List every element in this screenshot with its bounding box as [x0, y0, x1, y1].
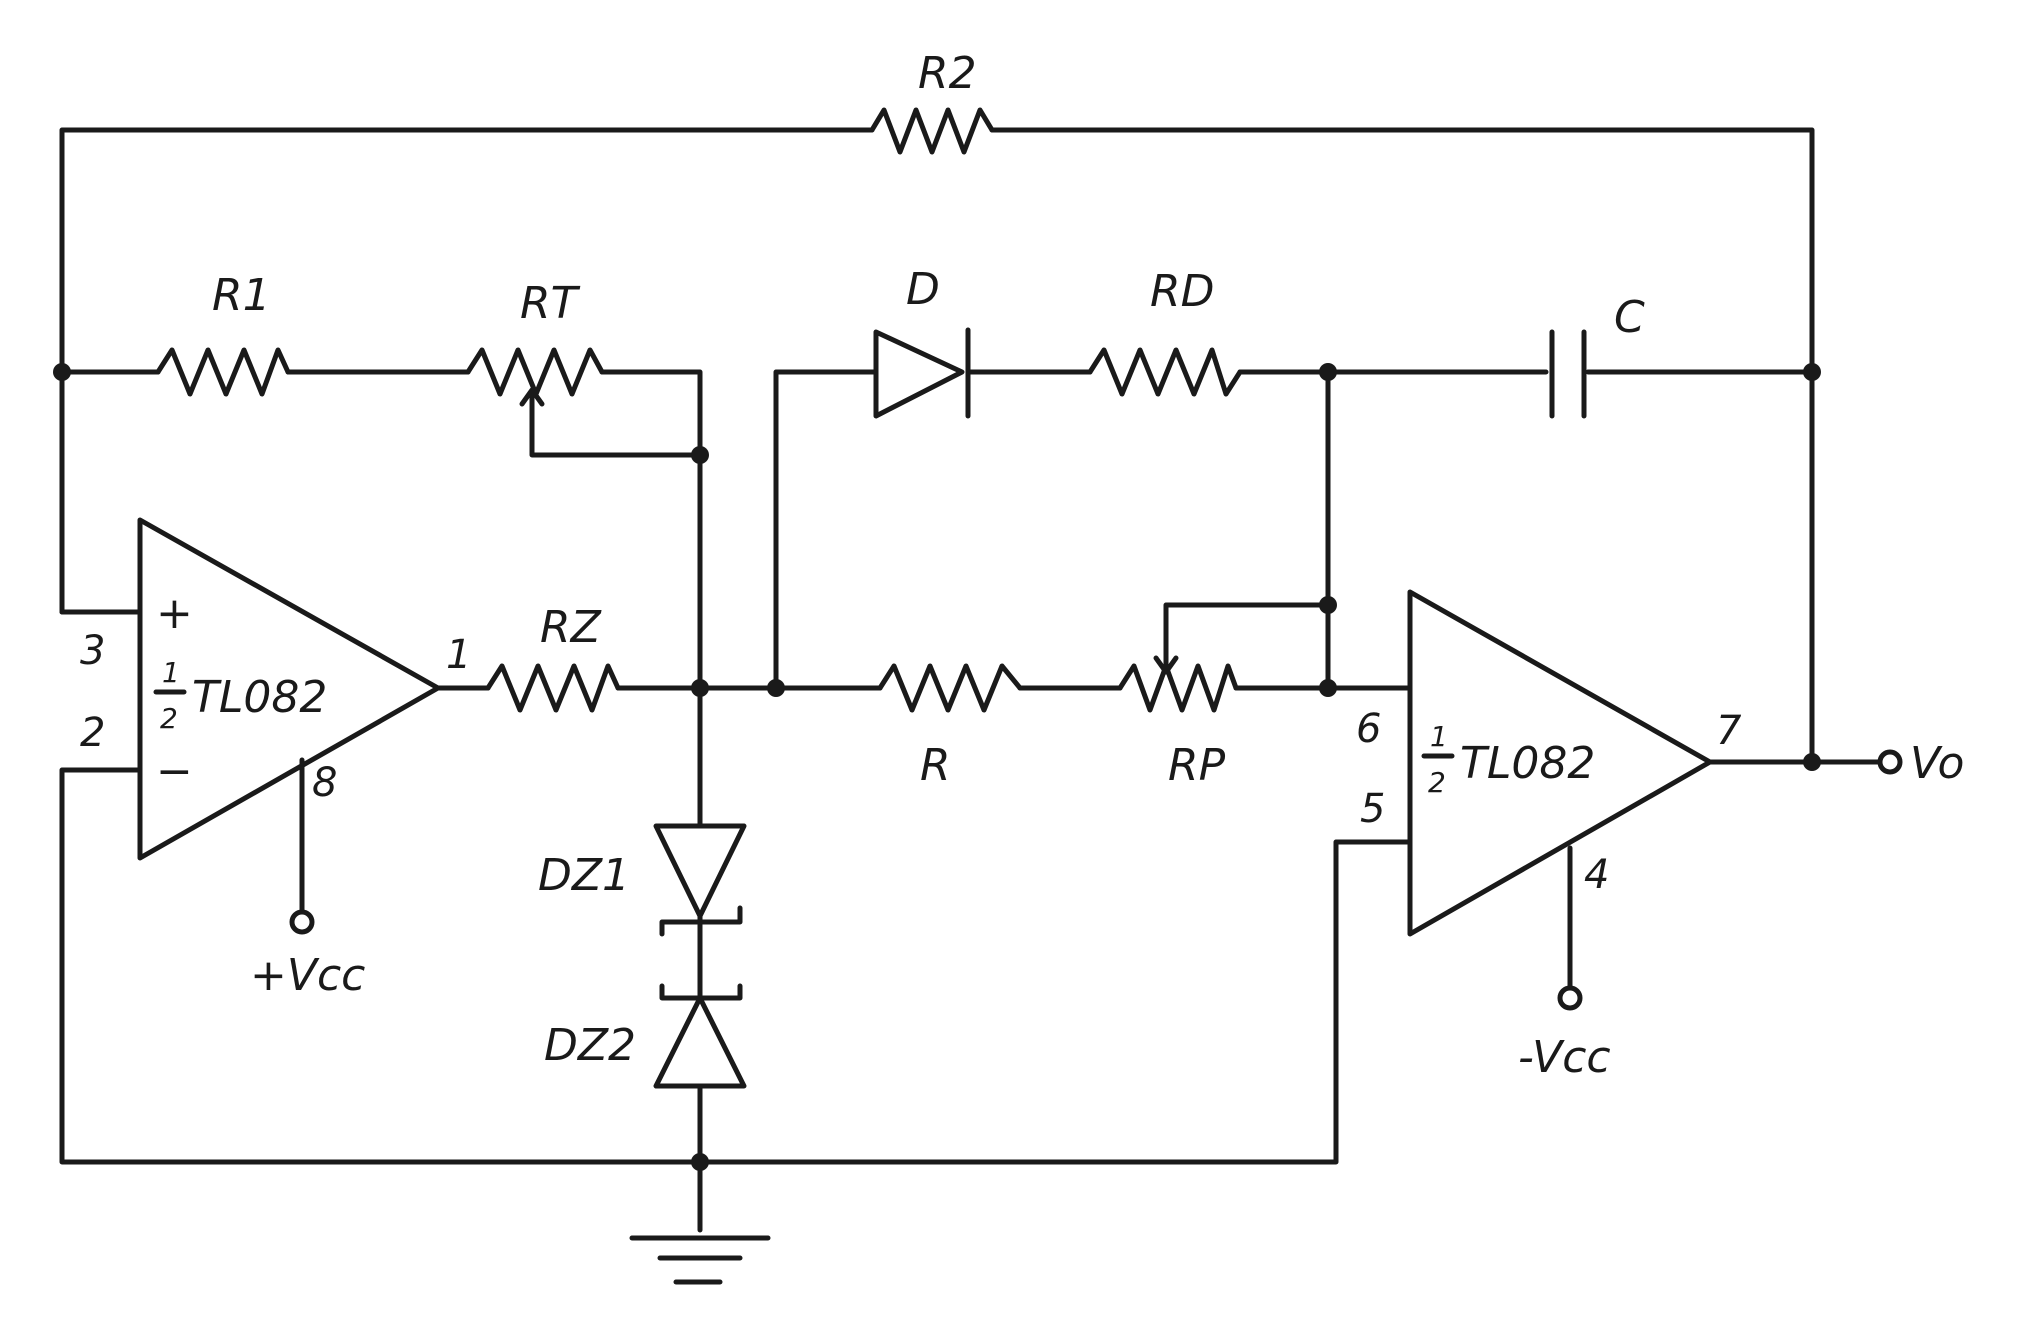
opamp2-fraction-den: 2 — [1428, 766, 1446, 799]
opamp2-pin-supply: 4 — [1584, 852, 1609, 898]
opamp1-triangle — [137, 517, 441, 861]
wire-rp-wiper — [1163, 602, 1331, 663]
label-r1: R1 — [212, 270, 271, 321]
capacitor-c — [1549, 329, 1587, 419]
opamp1-pin-supply: 8 — [312, 760, 337, 806]
resistor-r — [877, 663, 1023, 713]
junction-dots — [53, 363, 1821, 1171]
label-r2: R2 — [918, 48, 977, 99]
output-terminal — [1877, 749, 1903, 775]
resistor-r1 — [155, 347, 291, 397]
opamp2-triangle — [1407, 589, 1713, 937]
wire-rt-right — [599, 369, 703, 691]
opamp1-fraction-num: 1 — [162, 656, 180, 689]
opamp1-minus-sign: − — [156, 746, 193, 797]
resistor-rp — [1117, 663, 1239, 713]
label-c: C — [1614, 292, 1645, 343]
opamp2-name: TL082 — [1460, 738, 1595, 789]
label-rt: RT — [520, 278, 581, 329]
label-rz: RZ — [540, 602, 602, 653]
opamp2-fraction-num: 1 — [1430, 720, 1448, 753]
wire-right-top — [989, 127, 1815, 763]
label-rd: RD — [1150, 266, 1214, 317]
vcc-minus-terminal — [1557, 985, 1583, 1011]
opamp2-pin-plus: 5 — [1360, 786, 1385, 832]
resistor-rt — [465, 347, 605, 397]
wire-left-top — [59, 127, 875, 615]
opamp2-pin-minus: 6 — [1356, 706, 1381, 752]
diode-d — [873, 327, 971, 419]
vcc-plus-terminal — [289, 909, 315, 935]
opamp1-pin-plus: 3 — [80, 628, 105, 674]
wire-d-left — [773, 369, 879, 691]
opamp2-supply-label: -Vcc — [1518, 1032, 1611, 1083]
resistor-rz — [485, 663, 621, 713]
label-dz1: DZ1 — [538, 850, 630, 901]
label-r: R — [920, 740, 951, 791]
opamp1-name: TL082 — [192, 672, 327, 723]
opamp2-pin-out: 7 — [1716, 708, 1742, 754]
rt-wiper-arrow — [519, 387, 545, 433]
label-dz2: DZ2 — [544, 1020, 636, 1071]
opamp1-pin-out: 1 — [446, 632, 471, 678]
opamp1-pin-minus: 2 — [80, 710, 105, 756]
label-rp: RP — [1168, 740, 1226, 791]
zener-dz2 — [653, 983, 747, 1089]
opamp1-supply-label: +Vcc — [250, 950, 365, 1001]
label-d: D — [906, 264, 940, 315]
opamp1-plus-sign: + — [156, 588, 193, 639]
wire-rt-wiper — [529, 395, 703, 458]
resistor-rd — [1087, 347, 1243, 397]
opamp1-fraction-den: 2 — [160, 702, 178, 735]
resistor-r2 — [869, 107, 995, 155]
rp-wiper-arrow — [1153, 637, 1179, 675]
output-label: Vo — [1910, 738, 1964, 789]
wire-bottom-loop — [59, 767, 1413, 1165]
ground-symbol — [629, 1235, 771, 1285]
